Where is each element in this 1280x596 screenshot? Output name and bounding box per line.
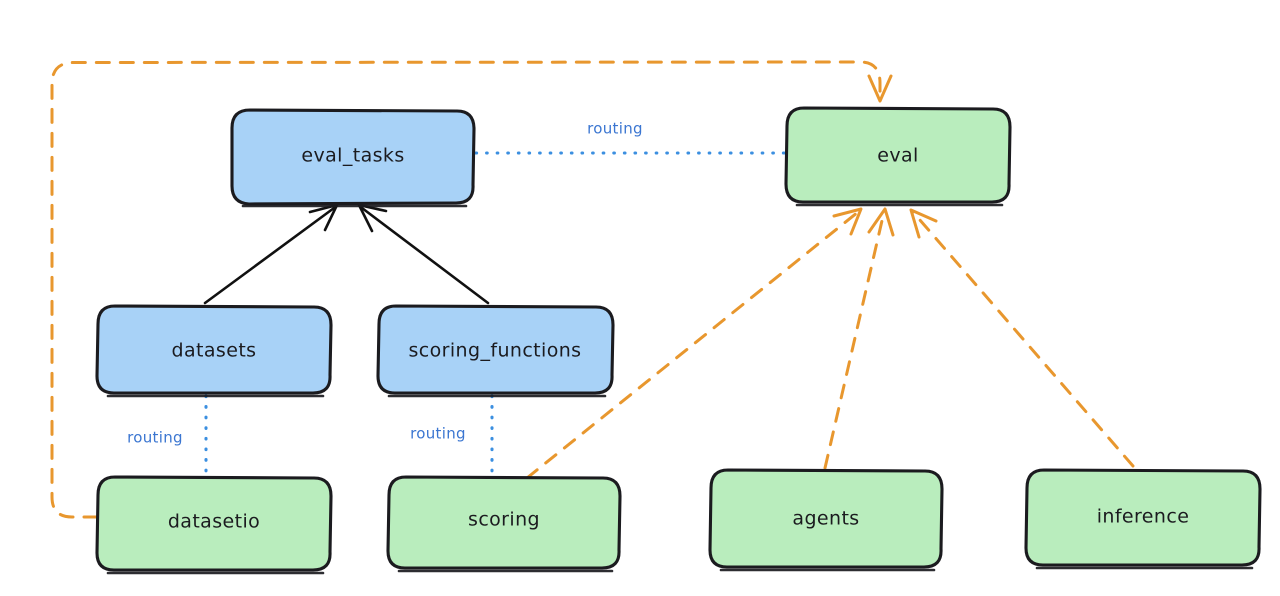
node-box-eval <box>784 106 1012 204</box>
nodes-layer: eval_tasks eval datasets scoring_functio… <box>95 106 1262 575</box>
node-box-scoring <box>386 475 622 570</box>
arrowhead-datasetio-eval <box>867 74 893 103</box>
node-box-datasetio <box>95 475 333 572</box>
edge-scoringfn-evaltasks <box>357 203 490 305</box>
node-label-inference: inference <box>1097 506 1190 528</box>
edge-path-scoringfn-evaltasks <box>360 206 490 305</box>
node-datasets[interactable]: datasets <box>95 304 333 398</box>
edge-label-routing-datasetio: routing <box>127 429 183 447</box>
node-box-agents <box>708 468 944 569</box>
edge-scoringfn-scoring: routing <box>410 394 494 477</box>
node-box-scoring-functions <box>376 304 615 395</box>
edge-inference-eval <box>909 208 1135 468</box>
node-eval-tasks[interactable]: eval_tasks <box>230 108 476 208</box>
edge-path-datasets-evaltasks <box>203 206 336 305</box>
node-datasetio[interactable]: datasetio <box>95 475 333 575</box>
arrowhead-scoring-eval <box>832 207 863 236</box>
node-label-datasets: datasets <box>172 340 257 362</box>
node-label-agents: agents <box>792 508 859 530</box>
edge-path-inference-eval <box>911 210 1135 468</box>
edges-layer: routing routing routing <box>50 60 1135 519</box>
node-label-scoring: scoring <box>468 509 540 531</box>
node-label-eval: eval <box>877 145 918 167</box>
arrowhead-agents-eval <box>867 207 895 237</box>
node-agents[interactable]: agents <box>708 468 944 572</box>
node-label-eval-tasks: eval_tasks <box>301 145 404 167</box>
edge-label-routing-scoring: routing <box>410 425 466 443</box>
node-label-scoring-functions: scoring_functions <box>409 340 582 362</box>
edge-path-datasetio-eval <box>50 60 882 519</box>
node-inference[interactable]: inference <box>1024 468 1262 570</box>
edge-label-routing-eval: routing <box>587 120 643 138</box>
arrowhead-inference-eval <box>909 208 938 239</box>
edge-evaltasks-eval: routing <box>474 120 786 155</box>
edge-datasets-datasetio: routing <box>127 394 208 477</box>
node-scoring[interactable]: scoring <box>386 475 622 573</box>
edge-path-agents-eval <box>823 210 886 470</box>
node-box-eval-tasks <box>230 108 476 206</box>
edge-datasetio-eval <box>50 60 893 519</box>
node-eval[interactable]: eval <box>784 106 1012 207</box>
node-box-datasets <box>95 304 333 395</box>
edge-agents-eval <box>823 207 895 470</box>
edge-datasets-evaltasks <box>203 203 339 305</box>
node-scoring-functions[interactable]: scoring_functions <box>376 304 615 398</box>
edge-scoring-eval <box>525 207 863 480</box>
edge-path-scoring-eval <box>525 210 860 480</box>
node-label-datasetio: datasetio <box>168 511 260 533</box>
node-box-inference <box>1024 468 1262 567</box>
